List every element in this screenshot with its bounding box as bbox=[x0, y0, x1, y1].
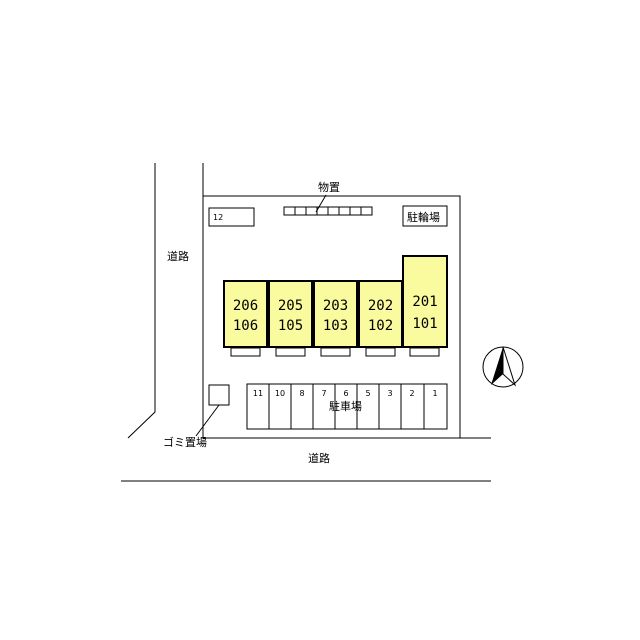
parking-stall-number: 8 bbox=[299, 389, 304, 398]
storage-dividers bbox=[294, 207, 362, 215]
parking-stall-number: 6 bbox=[343, 389, 348, 398]
unit-lower-number: 106 bbox=[233, 318, 258, 334]
garbage-leader bbox=[195, 404, 220, 437]
parking-stall-12 bbox=[208, 207, 255, 227]
unit-upper-number: 203 bbox=[323, 298, 348, 314]
unit-lower-number: 101 bbox=[412, 316, 437, 332]
garbage-area-label: ゴミ置場 bbox=[163, 435, 207, 449]
parking-stall-number: 10 bbox=[275, 389, 285, 398]
unit-porch bbox=[275, 347, 306, 357]
parking-lot-label: 駐車場 bbox=[329, 399, 362, 413]
parking-dividers bbox=[268, 384, 425, 429]
bicycle-parking bbox=[402, 205, 448, 227]
left-road bbox=[127, 163, 204, 439]
parking-stall-number: 11 bbox=[253, 389, 263, 398]
unit-upper-number: 206 bbox=[233, 298, 258, 314]
building-2: 205 105 bbox=[268, 280, 313, 357]
unit-upper-number: 205 bbox=[278, 298, 303, 314]
unit-lower-number: 103 bbox=[323, 318, 348, 334]
parking-stall-12-label: 12 bbox=[213, 213, 223, 222]
storage-leader bbox=[315, 194, 327, 213]
parking-stall-numbers: 11 10 8 7 6 5 3 2 1 bbox=[253, 389, 438, 398]
building-4: 202 102 bbox=[358, 280, 403, 357]
north-arrow-icon bbox=[482, 346, 524, 388]
parking-stall-number: 7 bbox=[321, 389, 326, 398]
unit-porch bbox=[230, 347, 261, 357]
parking-lot bbox=[246, 383, 448, 430]
parking-stall-number: 2 bbox=[409, 389, 414, 398]
building-3: 203 103 bbox=[313, 280, 358, 357]
unit-porch bbox=[320, 347, 351, 357]
unit-porch bbox=[365, 347, 396, 357]
unit-upper-number: 201 bbox=[412, 294, 437, 310]
building-1: 206 106 bbox=[223, 280, 268, 357]
road-label-left: 道路 bbox=[167, 249, 189, 263]
garbage-area bbox=[208, 384, 230, 406]
road-label-bottom: 道路 bbox=[308, 451, 330, 465]
building-unit-block bbox=[358, 280, 403, 348]
bicycle-parking-label: 駐輪場 bbox=[407, 210, 440, 224]
building-5: 201 101 bbox=[402, 255, 448, 357]
unit-lower-number: 102 bbox=[368, 318, 393, 334]
building-unit-block bbox=[223, 280, 268, 348]
parking-stall-number: 3 bbox=[387, 389, 392, 398]
unit-porch bbox=[409, 347, 440, 357]
building-unit-block bbox=[402, 255, 448, 348]
parking-stall-number: 5 bbox=[365, 389, 370, 398]
unit-lower-number: 105 bbox=[278, 318, 303, 334]
property-boundary bbox=[203, 195, 461, 438]
unit-upper-number: 202 bbox=[368, 298, 393, 314]
storage-label: 物置 bbox=[318, 180, 340, 194]
building-unit-block bbox=[268, 280, 313, 348]
building-unit-block bbox=[313, 280, 358, 348]
parking-stall-number: 1 bbox=[432, 389, 437, 398]
